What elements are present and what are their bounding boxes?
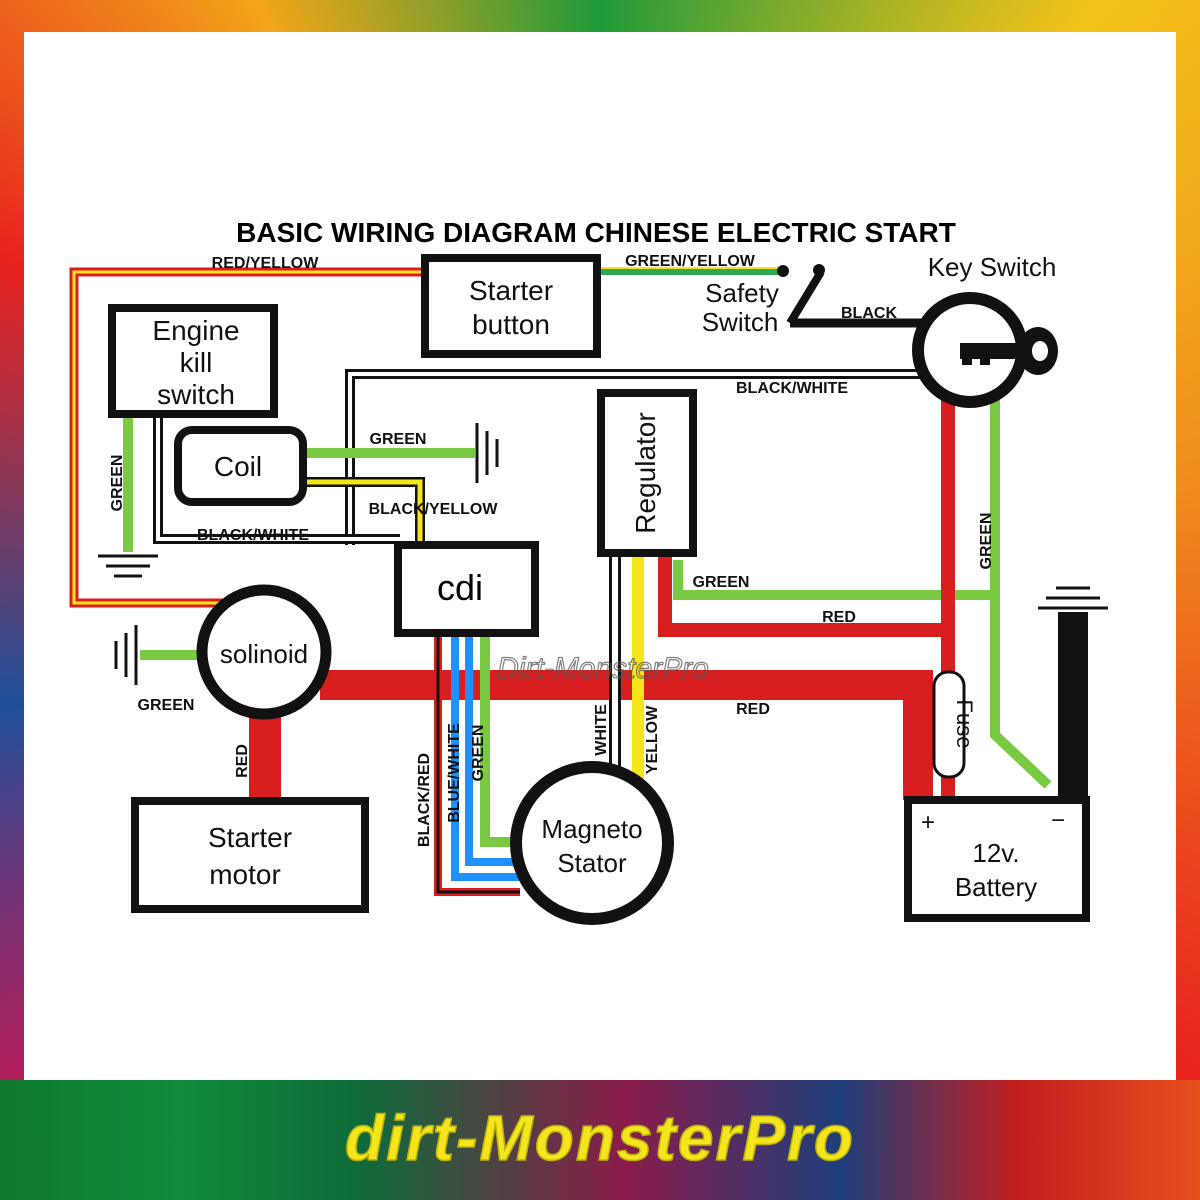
wire-green-key <box>990 400 1052 789</box>
wire-black-yellow-stripe <box>305 479 423 545</box>
fuse-body <box>932 670 966 779</box>
label-blue-white: BLUE/WHITE <box>446 723 463 823</box>
engine-kill-label-2: kill <box>180 347 213 378</box>
label-green-solenoid: GREEN <box>138 697 195 714</box>
battery-box <box>904 796 1090 922</box>
wire-red-main <box>320 670 933 800</box>
cdi-label: cdi <box>437 567 483 608</box>
safety-switch-label-1: Safety <box>705 278 779 308</box>
wire-black-white-left-stripe <box>156 415 400 541</box>
battery-label-1: 12v. <box>972 838 1019 868</box>
wire-red-regulator <box>658 555 950 637</box>
cdi-box <box>394 541 539 637</box>
starter-motor-box <box>131 797 369 913</box>
label-white: WHITE <box>593 704 610 756</box>
regulator-box <box>597 389 697 557</box>
wire-black-red-stripe <box>436 632 520 894</box>
solenoid-label: solinoid <box>220 639 308 669</box>
engine-kill-label-1: Engine <box>152 315 239 346</box>
battery-plus-label: + <box>921 809 935 836</box>
magneto-stator-label-2: Stator <box>557 848 627 878</box>
ground-symbol-kill <box>98 554 158 578</box>
starter-button-box <box>421 254 601 358</box>
solenoid-circle <box>196 584 332 720</box>
wire-blue-white-1 <box>451 632 520 881</box>
diagram-title: BASIC WIRING DIAGRAM CHINESE ELECTRIC ST… <box>236 217 956 248</box>
label-green-yellow: GREEN/YELLOW <box>625 253 756 270</box>
label-black-yellow: BLACK/YELLOW <box>369 501 499 518</box>
ground-symbol-coil <box>475 423 499 483</box>
coil-label: Coil <box>214 451 262 482</box>
engine-kill-switch-box <box>108 304 278 418</box>
starter-motor-label-2: motor <box>209 859 281 890</box>
label-green-key: GREEN <box>978 513 995 570</box>
label-black-red: BLACK/RED <box>416 753 433 847</box>
key-switch-label: Key Switch <box>928 252 1057 282</box>
ground-symbol-battery <box>1038 586 1108 610</box>
regulator-label: Regulator <box>630 412 661 533</box>
label-black-white-top: BLACK/WHITE <box>736 380 848 397</box>
key-icon <box>960 327 1058 375</box>
label-black-white-left: BLACK/WHITE <box>197 527 309 544</box>
label-green-coil: GREEN <box>370 431 427 448</box>
wire-blue-white-2 <box>465 632 520 866</box>
engine-kill-label-3: switch <box>157 379 235 410</box>
label-red-yellow: RED/YELLOW <box>212 255 320 272</box>
ground-symbol-solenoid <box>114 625 138 685</box>
wire-black-white-top-stripe <box>348 372 945 545</box>
label-black: BLACK <box>841 305 897 322</box>
watermark: Dirt-MonsterPro <box>497 652 709 685</box>
battery-label-2: Battery <box>955 872 1037 902</box>
label-green-stator: GREEN <box>470 725 487 782</box>
starter-button-label-1: Starter <box>469 275 553 306</box>
label-green-kill: GREEN <box>109 455 126 512</box>
starter-button-label-2: button <box>472 309 550 340</box>
magneto-stator-circle <box>510 761 674 925</box>
safety-switch-lever <box>786 269 825 326</box>
label-yellow: YELLOW <box>644 705 661 774</box>
label-red-regulator: RED <box>822 609 856 626</box>
label-red-main: RED <box>736 701 770 718</box>
brand-band <box>0 1080 1200 1200</box>
brand-logo-text: dirt-MonsterPro <box>345 1102 855 1174</box>
wire-red-yellow-stripe <box>72 270 425 605</box>
magneto-stator-label-1: Magneto <box>541 814 642 844</box>
label-red-starter: RED <box>234 744 251 778</box>
fuse-label: Fuse <box>952 700 977 749</box>
wire-green-regulator <box>673 560 995 600</box>
safety-switch-label-2: Switch <box>702 307 779 337</box>
starter-motor-label-1: Starter <box>208 822 292 853</box>
label-green-regulator: GREEN <box>693 574 750 591</box>
battery-minus-label: − <box>1051 807 1065 834</box>
safety-switch-contact <box>777 265 789 277</box>
wire-green-stator <box>480 632 520 847</box>
coil-box <box>174 426 307 506</box>
